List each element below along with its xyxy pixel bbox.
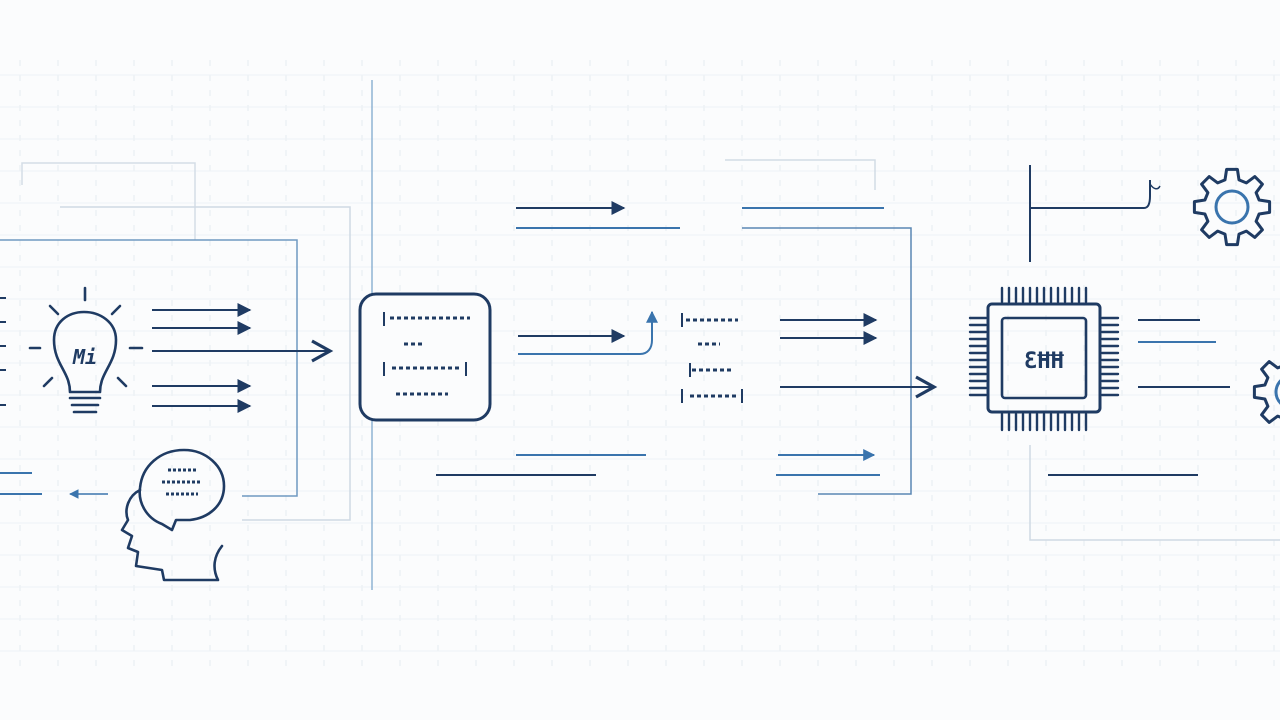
lightbulb-glyph: Mi: [72, 345, 97, 369]
idea-output-arrows: [152, 303, 334, 413]
cpu-chip-icon: [968, 286, 1120, 432]
processor-input-arrows: [742, 207, 938, 476]
right-connectors: [1030, 180, 1230, 476]
mid-connectors: [436, 201, 680, 476]
left-edge-marks: [0, 297, 42, 495]
chip-glyph: ƐĦĦ: [1024, 349, 1064, 374]
code-document-icon: [358, 292, 492, 422]
head-speech-icon: [120, 448, 226, 582]
lightbulb-icon: [28, 286, 144, 414]
speech-bubble-text-lines: [162, 468, 202, 496]
gear-icon: [1252, 360, 1280, 424]
background-grid: [0, 60, 1280, 670]
code-snippet-icon: [681, 313, 743, 403]
connector-frames: [0, 80, 1280, 590]
gear-icon: [1192, 167, 1272, 247]
